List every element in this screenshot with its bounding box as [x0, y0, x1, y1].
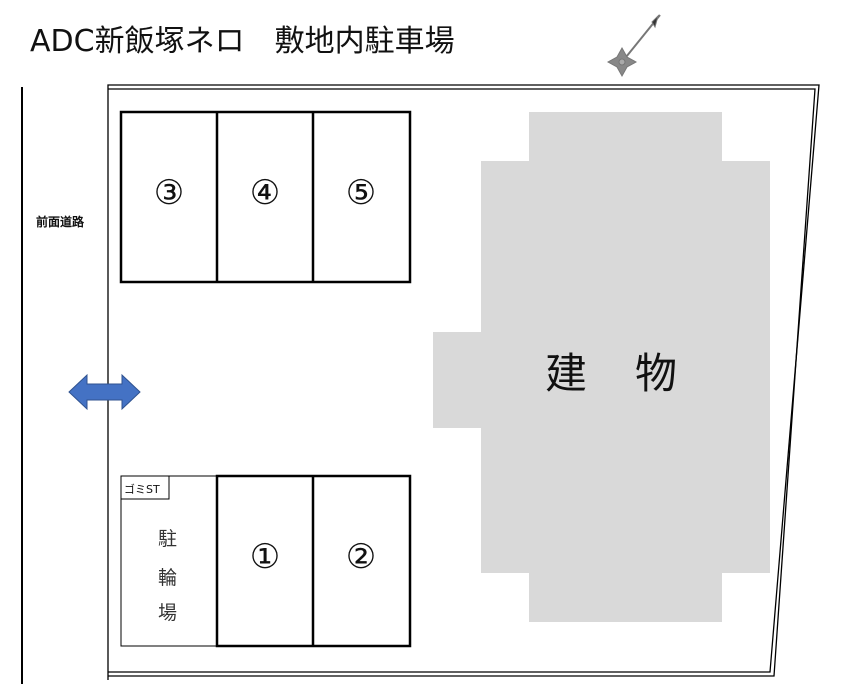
road-label: 前面道路 — [36, 215, 85, 229]
bicycle-parking-label-3: 場 — [158, 602, 178, 624]
parking-spaces — [119, 110, 412, 648]
building — [433, 112, 770, 622]
compass-icon — [606, 14, 661, 78]
page-title: ADC新飯塚ネロ 敷地内駐車場 — [30, 24, 455, 59]
garbage-station-label: ゴミST — [124, 483, 160, 496]
parking-space-4: ④ — [249, 173, 281, 213]
building-label: 建物 — [545, 349, 726, 398]
parking-space-5: ⑤ — [345, 173, 377, 213]
property-boundary — [107, 84, 820, 680]
parking-space-2: ② — [345, 537, 377, 577]
bicycle-parking-label-1: 駐 — [158, 528, 178, 550]
parking-space-1: ① — [249, 537, 281, 577]
parking-space-3: ③ — [153, 173, 185, 213]
garbage-station-box — [120, 475, 170, 500]
bicycle-parking-label-2: 輪 — [158, 567, 178, 589]
double-arrow-icon — [68, 373, 141, 411]
